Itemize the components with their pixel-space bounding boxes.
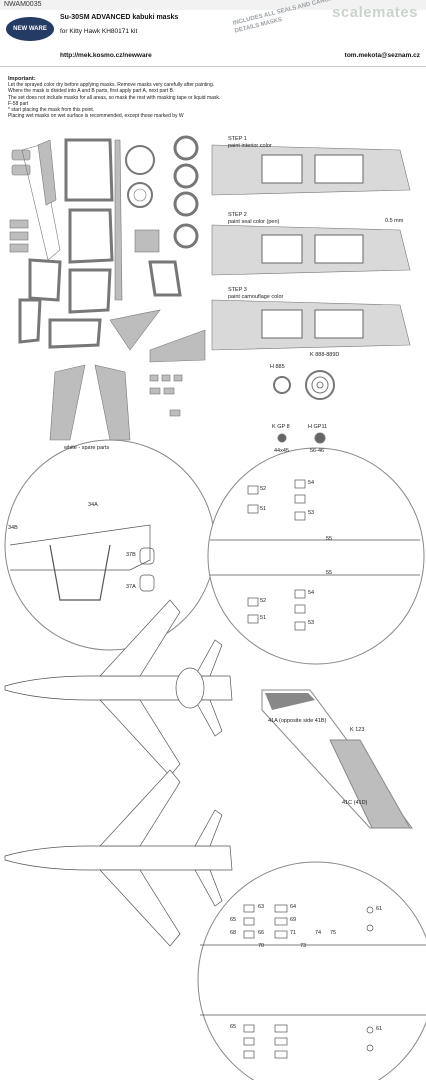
mask-parts xyxy=(9,135,206,441)
step-3-label: STEP 3 paint camouflage color xyxy=(228,287,283,300)
step-title: STEP 2 xyxy=(228,212,247,218)
callout-number: 54 xyxy=(308,590,315,596)
callout-number: 34B xyxy=(8,525,18,531)
callout-number: 73 xyxy=(300,943,307,949)
callout-number: 34A xyxy=(88,502,98,508)
step-2-size: 0.5 mm xyxy=(385,218,404,224)
callout-number: 51 xyxy=(260,506,267,512)
watermark: scalemates xyxy=(332,4,418,21)
callout-number: 61 xyxy=(376,1026,383,1032)
instructions-heading: Important: xyxy=(8,76,36,82)
fin-diagram xyxy=(261,689,413,829)
callout-number: 68 xyxy=(230,930,237,936)
callout-number: 69 xyxy=(290,917,297,923)
brand-logo: NEW WARE xyxy=(6,17,54,41)
instruction-line: F-58 part xyxy=(8,100,29,107)
instruction-line: Placing wet masks on wet surface is reco… xyxy=(8,113,184,120)
product-title: Su-30SM ADVANCED kabuki masks xyxy=(60,14,179,21)
callout-number: 54 xyxy=(308,480,315,486)
callout-number: 64 xyxy=(290,904,297,910)
instructions: Important: Let the sprayed color dry bef… xyxy=(8,76,338,119)
wheel-label-b: K 888-889D xyxy=(310,352,340,358)
step-desc: paint camouflage color xyxy=(228,293,284,300)
contact-email[interactable]: tom.mekota@seznam.cz xyxy=(344,52,420,59)
spare-parts-note: white - spare parts xyxy=(64,445,110,451)
upper-detail xyxy=(210,479,420,631)
aircraft-bottom-view xyxy=(4,769,233,947)
step-canopies xyxy=(211,144,411,351)
callout-number: 74 xyxy=(315,930,322,936)
callout-number: 65 xyxy=(230,1024,237,1030)
callout-number: 53 xyxy=(308,510,315,516)
gp-num-a: 44x45 xyxy=(274,448,289,454)
fin-k-label: K 123 xyxy=(350,727,365,733)
fin-note: 41A (opposite side 41B) xyxy=(268,718,327,724)
step-title: STEP 3 xyxy=(228,287,247,293)
callout-number: 52 xyxy=(260,598,267,604)
header-divider xyxy=(0,66,426,67)
product-subtitle: for Kitty Hawk KH80171 kit xyxy=(60,28,138,35)
callout-number: 52 xyxy=(260,486,267,492)
step-title: STEP 1 xyxy=(228,136,247,142)
callout-number: 37B xyxy=(126,552,136,558)
detail-circles xyxy=(4,439,426,1080)
callout-number: 55 xyxy=(326,570,333,576)
callout-number: 63 xyxy=(258,904,265,910)
gp-label-b: H GP11 xyxy=(308,424,328,430)
aircraft-top-view xyxy=(4,599,233,777)
step-1-label: STEP 1 paint interior color xyxy=(228,136,272,149)
gp-num-b: 56-46 xyxy=(310,448,325,454)
callout-number: 66 xyxy=(258,930,265,936)
product-code: NWAM0035 xyxy=(0,0,426,10)
callout-number: 51 xyxy=(260,615,267,621)
step-desc: paint interior color xyxy=(228,142,272,149)
instruction-line: Let the sprayed color dry before applyin… xyxy=(8,82,215,89)
canopy-detail xyxy=(9,524,155,601)
step-desc: paint seal color (pen) xyxy=(228,218,280,225)
wheel-masks xyxy=(273,370,335,444)
callout-number: 37A xyxy=(126,584,136,590)
wheel-label-a: H 885 xyxy=(270,364,285,370)
gp-label-a: K GP 8 xyxy=(272,424,290,430)
callout-number: 71 xyxy=(290,930,297,936)
instruction-line: Where the mask is divided into A and B p… xyxy=(8,88,175,95)
callout-number: 65 xyxy=(230,917,237,923)
instruction-line: * start placing the mask from this point… xyxy=(8,107,95,114)
callout-number: 70 xyxy=(258,943,265,949)
callout-number: 53 xyxy=(308,620,315,626)
instruction-line: The set does not include masks for all a… xyxy=(8,94,221,101)
website-link[interactable]: http://mek.kosmo.cz/newware xyxy=(60,52,152,59)
step-2-label: STEP 2 paint seal color (pen) xyxy=(228,212,279,225)
lower-detail xyxy=(200,904,426,1059)
header: NWAM0035 scalemates NEW WARE Su-30SM ADV… xyxy=(0,0,426,66)
callout-number: 75 xyxy=(330,930,337,936)
callout-number: 55 xyxy=(326,536,333,542)
callout-number: 61 xyxy=(376,906,383,912)
fin-bottom-label: 41C (41D) xyxy=(342,800,368,806)
